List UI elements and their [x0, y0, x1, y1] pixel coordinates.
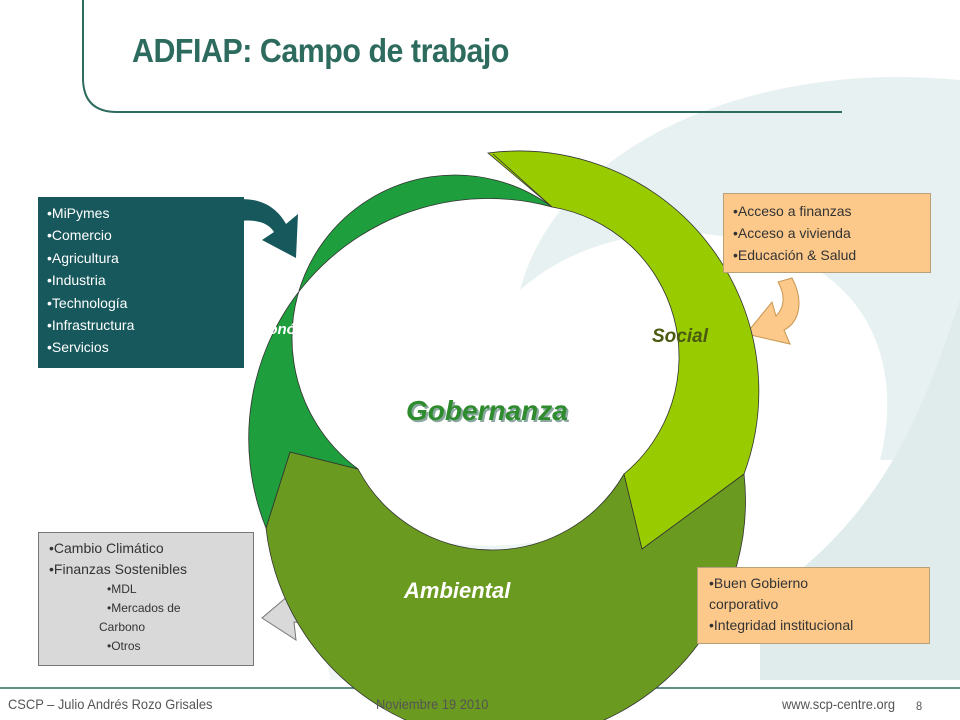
segment-label-economica: Económica [250, 321, 330, 338]
sub-list-item: Otros [107, 637, 253, 656]
sub-list-item: MDL [107, 580, 253, 599]
curved-arrow-icon [232, 199, 298, 258]
footer-date: Noviembre 19 2010 [376, 696, 489, 712]
list-item: Acceso a vivienda [733, 222, 930, 244]
footer-author: CSCP – Julio Andrés Rozo Grisales [8, 696, 213, 712]
segment-label-social: Social [652, 326, 709, 347]
sub-list-item: Mercados de [107, 599, 253, 618]
list-item: corporativo [709, 596, 779, 612]
segment-social [487, 150, 760, 550]
list-item: Comercio [47, 224, 244, 246]
list-item: Technología [47, 292, 244, 314]
list-item: Infrastructura [47, 314, 244, 336]
list-item: Finanzas Sostenibles [49, 559, 253, 580]
list-item: Agricultura [47, 247, 244, 269]
governance-ring [248, 150, 760, 720]
list-item: Acceso a finanzas [733, 200, 930, 222]
center-label-gobernanza: Gobernanza [406, 395, 568, 426]
gobernanza-box: Buen Gobierno corporativo Integridad ins… [697, 567, 930, 644]
list-item: Educación & Salud [733, 244, 930, 266]
list-item: Cambio Climático [49, 538, 253, 559]
list-item: MiPymes [47, 202, 244, 224]
list-item: Servicios [47, 336, 244, 358]
curved-arrow-icon [745, 277, 800, 345]
page-number: 8 [916, 699, 923, 713]
list-item: Integridad institucional [709, 615, 929, 636]
background-swoosh [520, 76, 960, 461]
list-item: Industria [47, 269, 244, 291]
title-frame-line [82, 0, 842, 113]
center-label-shadow: Gobernanza [408, 397, 570, 428]
page-title: ADFIAP: Campo de trabajo [132, 32, 509, 69]
ambiental-box: Cambio Climático Finanzas Sostenibles MD… [38, 532, 254, 666]
social-box: Acceso a finanzas Acceso a vivienda Educ… [723, 193, 931, 273]
segment-label-ambiental: Ambiental [403, 578, 511, 603]
economica-box: MiPymes Comercio Agricultura Industria T… [38, 197, 244, 368]
segment-economica [248, 153, 553, 530]
sub-list-item: Carbono [99, 620, 146, 634]
list-item: Buen Gobierno [709, 573, 929, 594]
footer-url: www.scp-centre.org [782, 696, 896, 712]
